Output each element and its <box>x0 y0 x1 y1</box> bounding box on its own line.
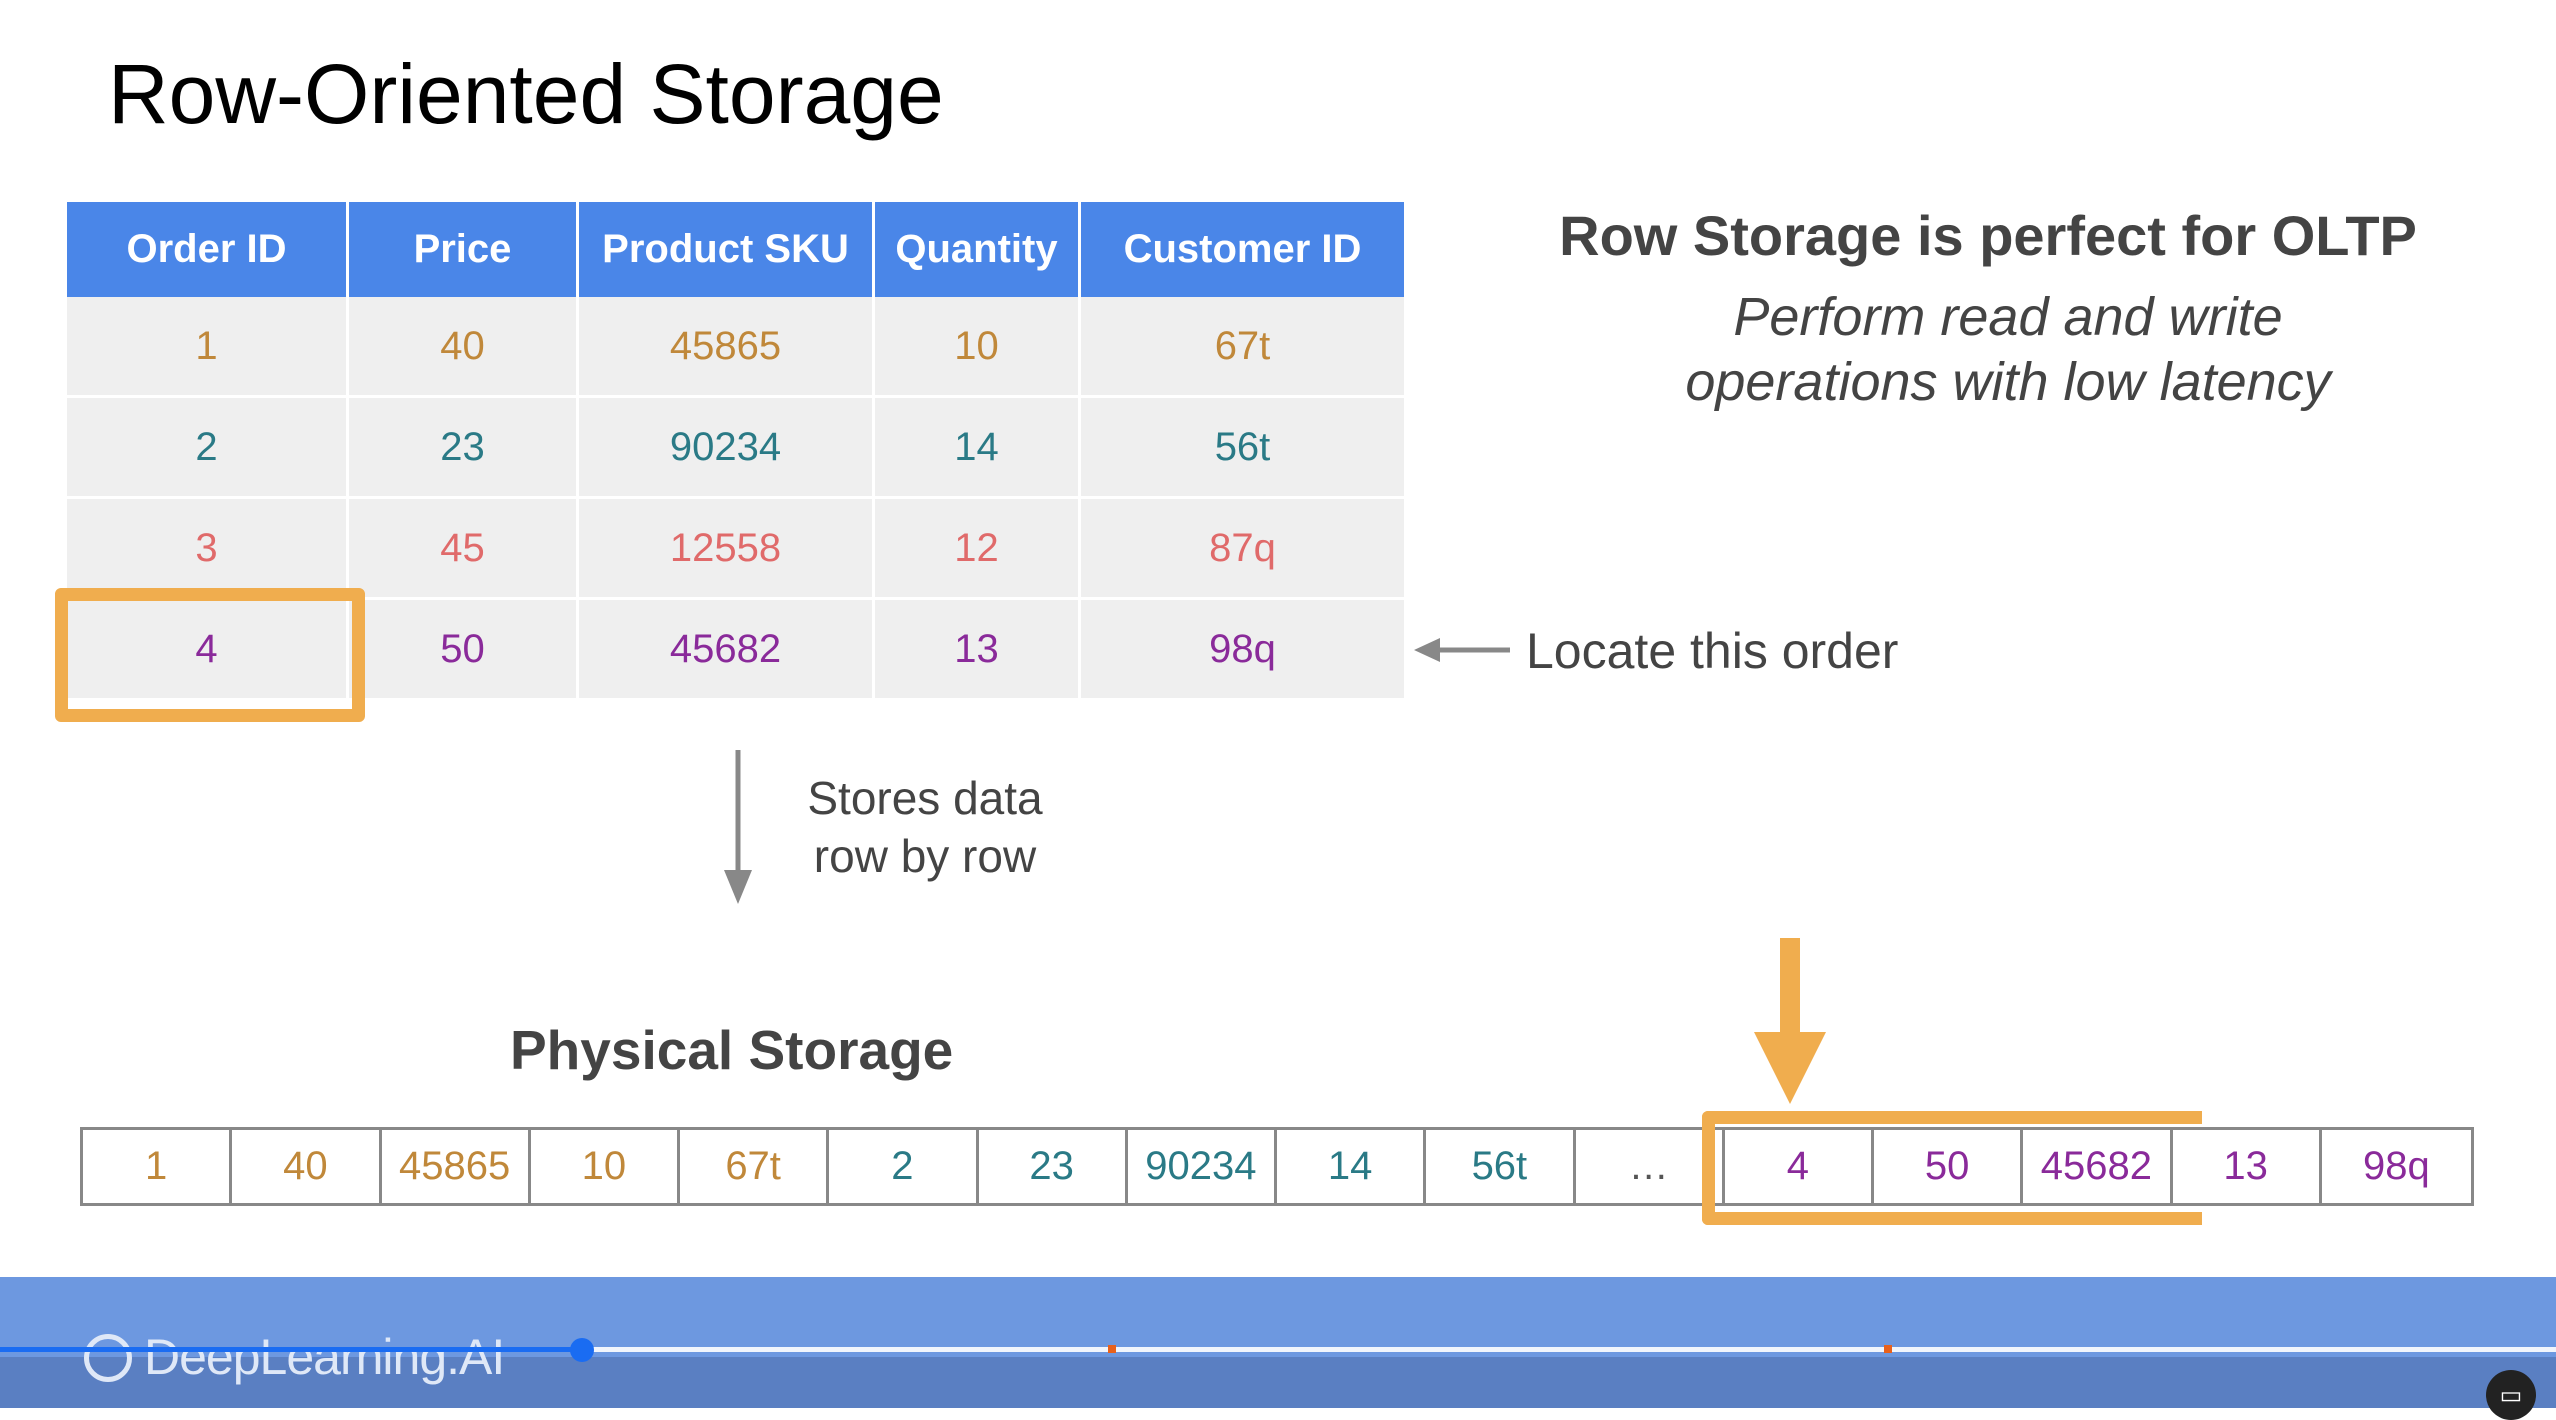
storage-cell: 1 <box>83 1130 233 1203</box>
storage-cell: 50 <box>1874 1130 2024 1203</box>
highlight-physical-row-4-box <box>1702 1111 2202 1225</box>
column-header: Order ID <box>67 202 349 297</box>
table-cell: 87q <box>1081 499 1407 600</box>
oltp-subtitle: Perform read and write operations with l… <box>1468 285 2548 415</box>
table-cell: 45865 <box>579 297 875 398</box>
slide-title: Row-Oriented Storage <box>108 47 944 141</box>
oltp-subtitle-line1: Perform read and write <box>1733 287 2283 347</box>
table-cell: 98q <box>1081 600 1407 701</box>
column-header: Quantity <box>875 202 1081 297</box>
progress-track[interactable] <box>0 1347 2556 1352</box>
table-cell: 2 <box>67 398 349 499</box>
table-cell: 12 <box>875 499 1081 600</box>
progress-fill <box>0 1347 584 1352</box>
storage-cell: … <box>1576 1130 1725 1203</box>
stores-line2: row by row <box>813 829 1037 882</box>
storage-cell: 13 <box>2173 1130 2322 1203</box>
chapter-marker[interactable] <box>1108 1345 1116 1353</box>
locate-arrow-icon <box>1414 638 1510 662</box>
deeplearning-logo: DeepLearning.AI <box>144 1329 505 1385</box>
table-cell: 13 <box>875 600 1081 701</box>
highlight-down-arrow-icon <box>1754 938 1826 1104</box>
storage-cell: 4 <box>1725 1130 1874 1203</box>
table-cell: 50 <box>349 600 579 701</box>
stores-data-label: Stores data row by row <box>760 770 1090 885</box>
captions-icon[interactable]: ▭ <box>2486 1370 2536 1420</box>
column-header: Price <box>349 202 579 297</box>
down-arrow-icon <box>724 750 752 904</box>
table-cell: 67t <box>1081 297 1407 398</box>
table-cell: 56t <box>1081 398 1407 499</box>
table-cell: 10 <box>875 297 1081 398</box>
chapter-marker[interactable] <box>1884 1345 1892 1353</box>
storage-cell: 90234 <box>1128 1130 1277 1203</box>
storage-cell: 2 <box>829 1130 979 1203</box>
table-cell: 23 <box>349 398 579 499</box>
locate-label: Locate this order <box>1526 623 1899 679</box>
storage-cell: 14 <box>1277 1130 1427 1203</box>
oltp-subtitle-line2: operations with low latency <box>1685 351 2331 412</box>
video-player-strip <box>0 1357 2556 1408</box>
table-cell: 3 <box>67 499 349 600</box>
storage-cell: 23 <box>979 1130 1128 1203</box>
table-cell: 45 <box>349 499 579 600</box>
table-cell: 90234 <box>579 398 875 499</box>
table-cell: 12558 <box>579 499 875 600</box>
column-header: Customer ID <box>1081 202 1407 297</box>
table-cell: 45682 <box>579 600 875 701</box>
storage-cell: 45682 <box>2023 1130 2173 1203</box>
storage-cell: 40 <box>232 1130 382 1203</box>
table-cell: 14 <box>875 398 1081 499</box>
storage-cell: 56t <box>1426 1130 1576 1203</box>
storage-cell: 98q <box>2363 1144 2430 1188</box>
table-cell: 4 <box>67 600 349 701</box>
stores-line1: Stores data <box>807 772 1043 824</box>
table-cell: 40 <box>349 297 579 398</box>
column-header: Product SKU <box>579 202 875 297</box>
storage-cell: 45865 <box>382 1130 531 1203</box>
physical-storage-title: Physical Storage <box>510 1019 954 1081</box>
progress-handle[interactable] <box>570 1338 594 1362</box>
storage-cell: 67t <box>680 1130 830 1203</box>
table-cell: 1 <box>67 297 349 398</box>
oltp-heading: Row Storage is perfect for OLTP <box>1559 204 2417 267</box>
highlight-order-4-box <box>55 588 365 722</box>
storage-cell: 10 <box>531 1130 680 1203</box>
deeplearning-logo-icon <box>84 1334 132 1382</box>
